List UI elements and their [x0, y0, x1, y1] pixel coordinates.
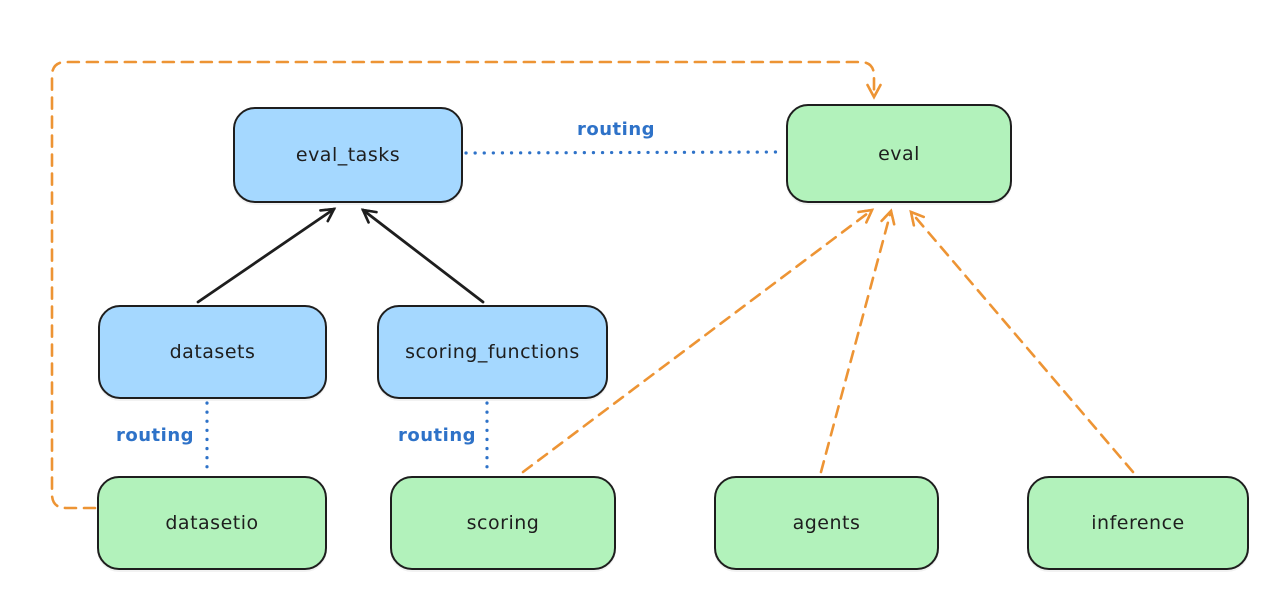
node-eval: eval — [786, 104, 1012, 203]
node-datasets-label: datasets — [169, 341, 256, 363]
edge-datasets-to-eval_tasks — [196, 207, 337, 304]
edge-label-routing-scoring: routing — [397, 425, 477, 446]
node-agents: agents — [714, 476, 939, 570]
node-datasetio-label: datasetio — [165, 512, 259, 534]
node-eval_tasks-label: eval_tasks — [295, 144, 401, 166]
node-scoring_functions: scoring_functions — [377, 305, 608, 399]
node-scoring_functions-label: scoring_functions — [405, 341, 580, 363]
edge-label-routing-top: routing — [576, 119, 656, 140]
edge-agents-to-eval — [819, 208, 896, 474]
node-eval-label: eval — [878, 142, 920, 165]
node-scoring-label: scoring — [466, 512, 540, 534]
edge-label-routing-datasets: routing — [115, 425, 195, 446]
edge-inference-to-eval — [909, 209, 1135, 474]
node-agents-label: agents — [792, 512, 861, 534]
node-inference-label: inference — [1091, 512, 1185, 534]
node-scoring: scoring — [390, 476, 616, 570]
node-inference: inference — [1027, 476, 1249, 570]
node-eval_tasks: eval_tasks — [233, 107, 463, 203]
node-datasetio: datasetio — [97, 476, 327, 570]
edge-routing-eval_tasks-eval — [464, 150, 786, 155]
edge-scoring_functions-to-eval_tasks — [360, 208, 485, 304]
node-datasets: datasets — [98, 305, 327, 399]
